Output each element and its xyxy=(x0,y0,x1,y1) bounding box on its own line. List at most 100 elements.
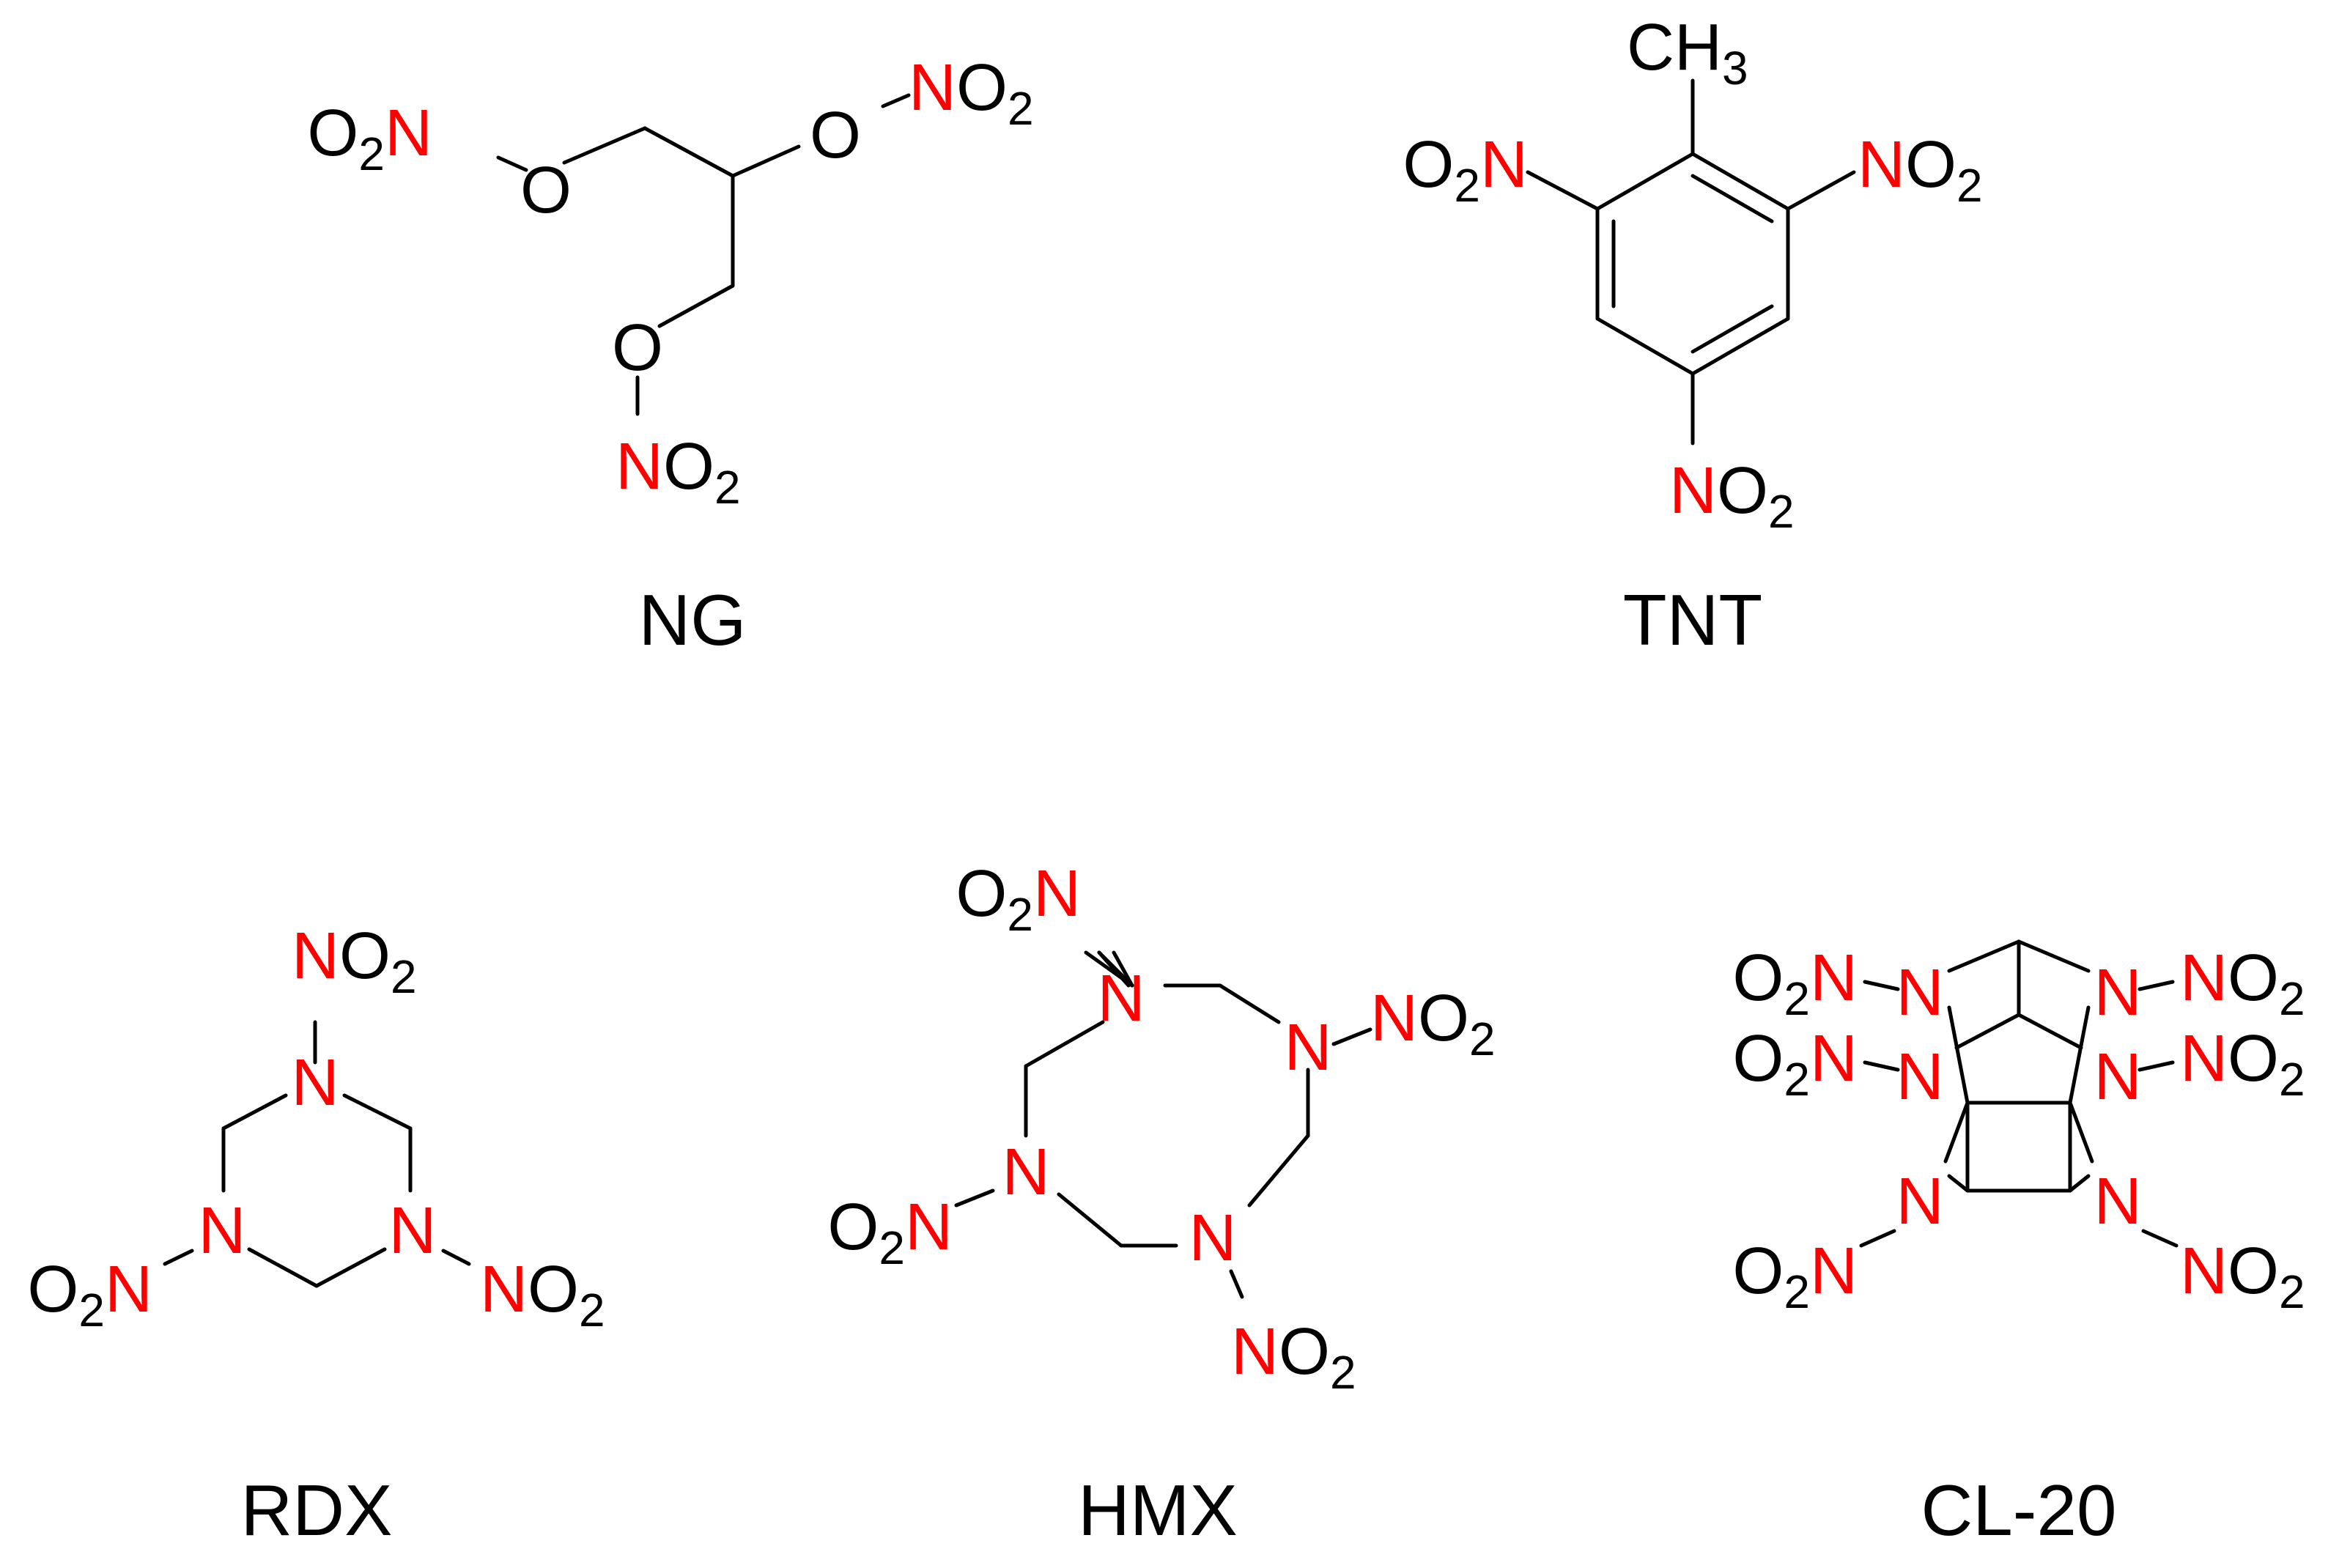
svg-text:NO2: NO2 xyxy=(909,51,1034,135)
nitrate-group-2: O NO2 xyxy=(810,51,1034,172)
subscript-label: 2 xyxy=(714,461,741,514)
ring-nitrogen: N xyxy=(389,1194,437,1268)
nitrogen-label: N xyxy=(480,1253,528,1326)
cage-nitrogen: N xyxy=(1896,1040,1944,1114)
subscript-label: 2 xyxy=(1784,1053,1810,1106)
nitrogen-label: N xyxy=(1033,857,1081,931)
tnt-structure: CH3 O2N NO2 NO2 TNT xyxy=(1403,11,1982,660)
nitrogen-label: N xyxy=(2180,1022,2228,1095)
oxygen-label: O xyxy=(1279,1315,1330,1388)
nitro-group-right: NO2 xyxy=(480,1253,605,1336)
nitrogen-label: N xyxy=(1858,128,1905,201)
svg-text:NO2: NO2 xyxy=(616,430,741,514)
nitrogen-label: N xyxy=(1669,454,1717,528)
subscript-label: 2 xyxy=(2279,1053,2305,1106)
nitrogen-label: N xyxy=(105,1253,152,1326)
ether-oxygen-label: O xyxy=(520,154,572,227)
nitrogen-label: N xyxy=(905,1191,953,1264)
ether-oxygen-label: O xyxy=(810,99,861,172)
ring-nitrogen: N xyxy=(199,1194,246,1268)
oxygen-label: O xyxy=(1732,942,1784,1015)
nitrogen-label: N xyxy=(1810,1022,1858,1095)
tnt-bonds xyxy=(1526,78,1856,445)
compound-name-rdx: RDX xyxy=(241,1470,393,1550)
nitrogen-label: N xyxy=(909,51,956,125)
nitro-group-right-1: NO2 xyxy=(2180,942,2305,1025)
cl20-bonds xyxy=(1859,939,2179,1248)
subscript-label: 2 xyxy=(879,1221,905,1274)
oxygen-label: O xyxy=(27,1253,78,1326)
oxygen-label: O xyxy=(956,857,1007,931)
oxygen-label: O xyxy=(956,51,1008,125)
nitro-group-right: NO2 xyxy=(1370,982,1496,1065)
cage-nitrogen: N xyxy=(1896,956,1944,1029)
nitro-group-right-3: NO2 xyxy=(2180,1235,2305,1318)
subscript-label: 2 xyxy=(1469,1013,1496,1065)
subscript-label: 2 xyxy=(1956,159,1983,212)
cl20-structure: N N N N N N O2N O2N O2N NO2 NO2 NO2 CL-2… xyxy=(1732,939,2305,1550)
oxygen-label: O xyxy=(339,920,391,993)
nitrogen-label: N xyxy=(1480,128,1528,201)
nitrogen-label: N xyxy=(1231,1315,1279,1388)
ng-bonds xyxy=(496,93,911,416)
nitrogen-label: N xyxy=(616,430,663,503)
compound-name-hmx: HMX xyxy=(1078,1470,1238,1550)
subscript-label: 3 xyxy=(1722,42,1748,95)
subscript-label: 2 xyxy=(1007,888,1033,941)
nitrogen-label: N xyxy=(1810,1235,1858,1308)
oxygen-label: O xyxy=(528,1253,579,1326)
methyl-label: CH xyxy=(1627,11,1722,84)
ring-nitrogen: N xyxy=(292,1046,339,1120)
cage-nitrogen: N xyxy=(1896,1165,1944,1238)
oxygen-label: O xyxy=(2228,1235,2279,1308)
cage-nitrogen: N xyxy=(2094,956,2142,1029)
nitro-group-left-1: O2N xyxy=(1732,942,1858,1025)
subscript-label: 2 xyxy=(1768,485,1795,538)
nitrogen-label: N xyxy=(385,97,432,170)
subscript-label: 2 xyxy=(1330,1346,1356,1399)
nitro-group-right: NO2 xyxy=(1858,128,1983,212)
nitro-group-top: O2N xyxy=(956,857,1081,941)
subscript-label: 2 xyxy=(1784,1265,1810,1318)
subscript-label: 2 xyxy=(2279,972,2305,1025)
oxygen-label: O xyxy=(307,97,358,170)
hmx-bonds xyxy=(954,950,1372,1299)
subscript-label: 2 xyxy=(579,1284,605,1336)
oxygen-label: O xyxy=(1403,128,1454,201)
nitrogen-label: N xyxy=(292,920,339,993)
ring-nitrogen: N xyxy=(1189,1202,1237,1275)
rdx-bonds xyxy=(163,1020,471,1288)
nitro-group-right-2: NO2 xyxy=(2180,1022,2305,1106)
subscript-label: 2 xyxy=(1008,82,1034,135)
oxygen-label: O xyxy=(1418,982,1469,1055)
oxygen-label: O xyxy=(1905,128,1956,201)
nitrate-group-3: O NO2 xyxy=(612,311,741,514)
cage-nitrogen: N xyxy=(2094,1040,2142,1114)
oxygen-label: O xyxy=(1732,1022,1784,1095)
nitro-group-bottom: NO2 xyxy=(1231,1315,1356,1399)
nitro-group-top: NO2 xyxy=(292,920,417,1003)
rdx-structure: N N N NO2 O2N NO2 RDX xyxy=(27,920,605,1550)
nitro-group-bottom: NO2 xyxy=(1669,454,1795,538)
nitrogen-label: N xyxy=(1370,982,1418,1055)
methyl-group: CH3 xyxy=(1627,11,1748,95)
nitrogen-label: N xyxy=(1810,942,1858,1015)
subscript-label: 2 xyxy=(78,1284,105,1336)
subscript-label: 2 xyxy=(2279,1265,2305,1318)
cage-nitrogen: N xyxy=(2094,1165,2142,1238)
ether-oxygen-label: O xyxy=(612,311,663,385)
nitro-group-left-2: O2N xyxy=(1732,1022,1858,1106)
oxygen-label: O xyxy=(1717,454,1768,528)
ng-structure: O2N O O NO2 O NO2 NG xyxy=(307,51,1033,660)
nitrogen-label: N xyxy=(2180,1235,2228,1308)
oxygen-label: O xyxy=(1732,1235,1784,1308)
nitro-group-left: O2N xyxy=(27,1253,152,1336)
nitro-group-left: O2N xyxy=(1403,128,1528,212)
subscript-label: 2 xyxy=(391,950,417,1003)
subscript-label: 2 xyxy=(1454,159,1480,212)
nitro-group-left-3: O2N xyxy=(1732,1235,1858,1318)
compound-name-cl20: CL-20 xyxy=(1921,1470,2117,1550)
ring-nitrogen: N xyxy=(1098,962,1145,1035)
nitrogen-label: N xyxy=(2180,942,2228,1015)
